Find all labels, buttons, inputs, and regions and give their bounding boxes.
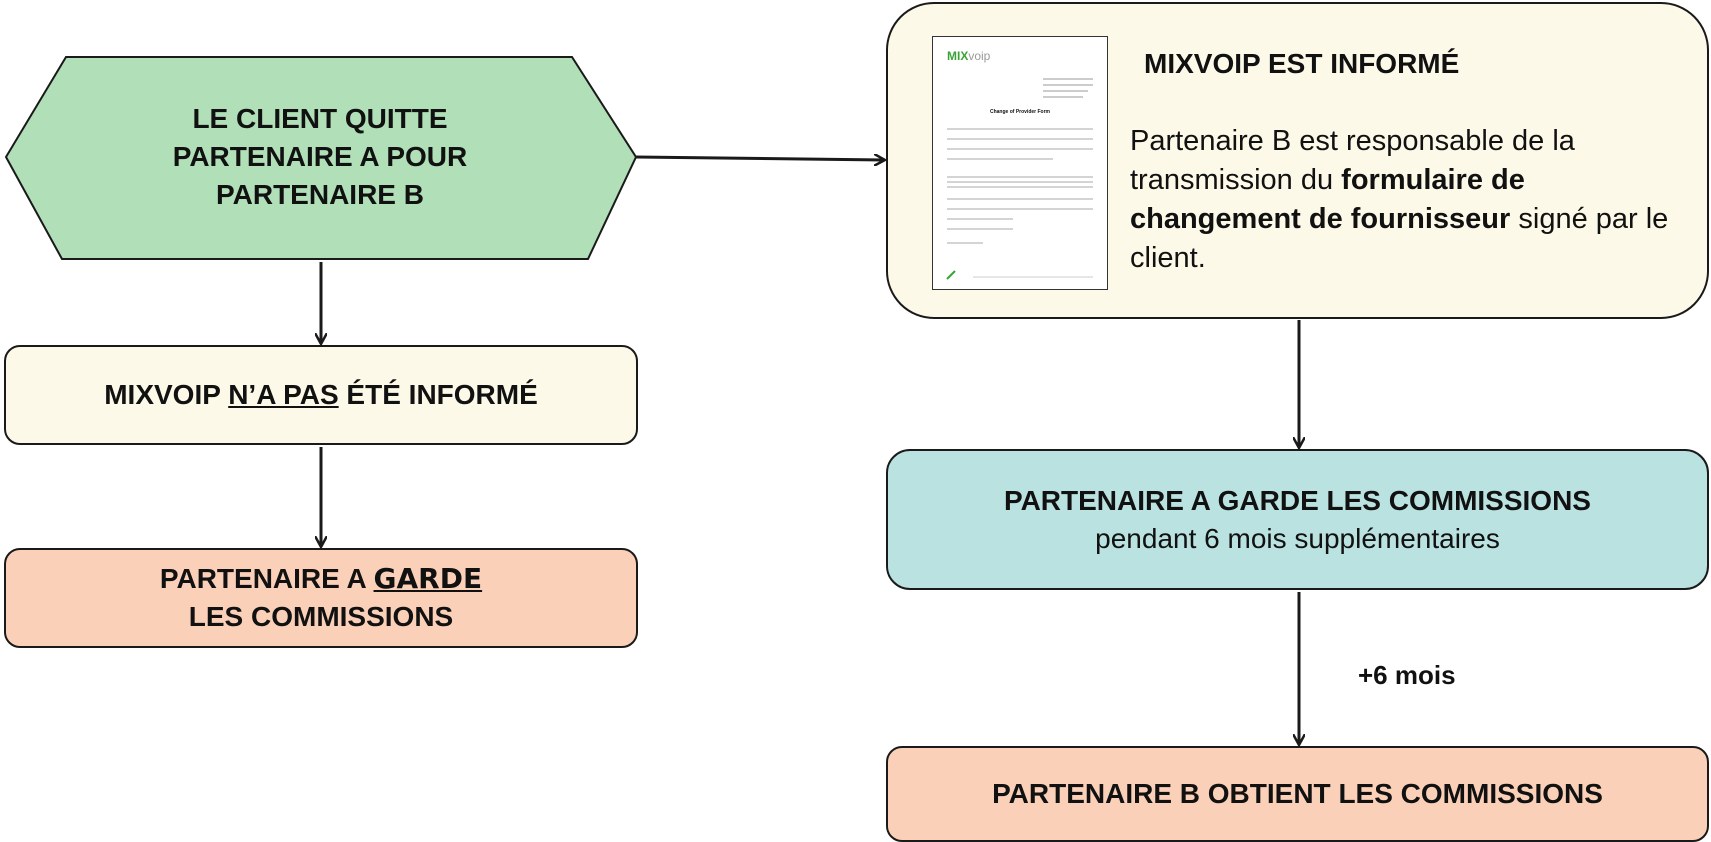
informed-node: MIXvoip Change of Provider Form MIXVOIP … [886,2,1709,319]
start-line-2: PARTENAIRE A POUR [172,141,468,172]
start-line-1: LE CLIENT QUITTE [192,103,448,134]
delay-label: +6 mois [1358,660,1456,690]
b-obtains-title: PARTENAIRE B OBTIENT LES COMMISSIONS [992,778,1603,809]
not-informed-prefix: MIXVOIP [104,379,229,410]
mixvoip-logo: MIXvoip [947,49,991,63]
informed-desc-bold: formulaire de changement de fournisseur [1130,164,1525,235]
start-node-label: LE CLIENT QUITTE PARTENAIRE A POUR PARTE… [120,100,520,214]
informed-description: Partenaire B est responsable de la trans… [1130,122,1690,278]
a-keeps-line-1: PARTENAIRE A GARDE [160,560,482,598]
not-informed-label: MIXVOIP N’A PAS ÉTÉ INFORMÉ [104,379,538,411]
a-keeps-node: PARTENAIRE A GARDE LES COMMISSIONS [4,548,638,648]
informed-title: MIXVOIP EST INFORMÉ [1144,48,1460,79]
b-obtains-node: PARTENAIRE B OBTIENT LES COMMISSIONS [886,746,1709,842]
informed-desc-part1: Partenaire B est responsable de la trans… [1130,125,1575,196]
not-informed-suffix: ÉTÉ INFORMÉ [338,379,538,410]
document-lines [946,78,1093,280]
not-informed-node: MIXVOIP N’A PAS ÉTÉ INFORMÉ [4,345,638,445]
a-keeps-underlined: GARDE [373,562,483,595]
a-keeps-six-months-subtitle: pendant 6 mois supplémentaires [1095,522,1500,554]
informed-desc-part2: signé par le client. [1130,203,1669,274]
a-keeps-line-2: LES COMMISSIONS [188,601,454,632]
document-thumbnail-icon: MIXvoip Change of Provider Form [932,36,1108,290]
not-informed-underlined: N’A PAS [228,379,339,410]
start-hexagon [4,56,638,260]
a-keeps-six-months-node: PARTENAIRE A GARDE LES COMMISSIONS penda… [886,449,1709,590]
start-line-3: PARTENAIRE B [216,179,424,210]
a-keeps-six-months-title: PARTENAIRE A GARDE LES COMMISSIONS [1003,484,1591,516]
arrow-start-to-informed [635,157,884,160]
document-title: Change of Provider Form [989,109,1050,115]
a-keeps-prefix: PARTENAIRE A [159,563,374,594]
